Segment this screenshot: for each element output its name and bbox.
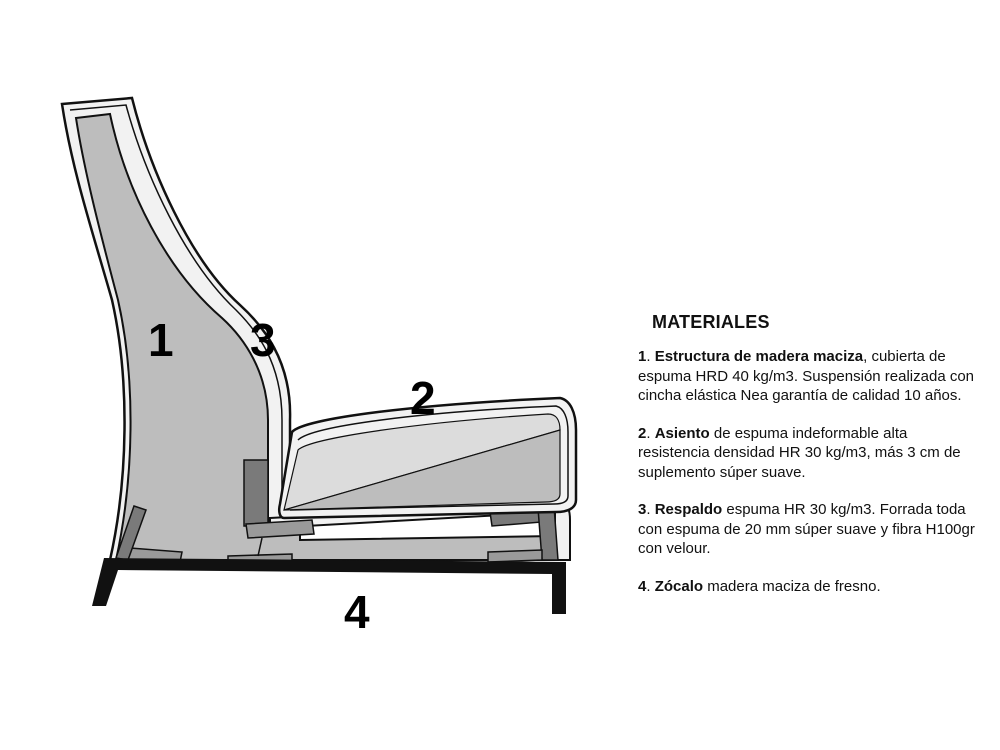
seat-cushion-foam-dark <box>283 429 561 511</box>
material-name: Respaldo <box>654 501 723 518</box>
material-separator: . <box>646 348 655 365</box>
callout-plinth: 4 <box>344 586 370 638</box>
material-item-backrest: 3. Respaldo espuma HR 30 kg/m3. Forrada … <box>638 500 978 559</box>
material-number: 3 <box>638 501 647 518</box>
callout-backrest: 3 <box>250 314 276 366</box>
callout-seat: 2 <box>410 372 436 424</box>
material-description: madera maciza de fresno. <box>703 577 881 595</box>
material-description: de espuma indeformable alta resistencia … <box>638 424 961 481</box>
legend-title: MATERIALES <box>652 312 770 332</box>
seat-cushion-foam-light <box>283 413 561 511</box>
material-separator: . <box>646 501 655 518</box>
wood-block-seat-rail <box>245 519 315 539</box>
material-separator: . <box>646 577 655 595</box>
materials-legend: MATERIALES 1. Estructura de madera maciz… <box>638 312 978 614</box>
callout-structure: 1 <box>148 314 174 366</box>
wood-block-upright <box>243 459 269 527</box>
material-name: Asiento <box>654 424 710 442</box>
material-number: 4 <box>638 577 647 595</box>
material-description: espuma HR 30 kg/m3. Forrada toda con esp… <box>638 501 975 557</box>
material-name: Estructura de madera maciza <box>654 348 864 365</box>
wood-block-front-bottom <box>487 549 543 563</box>
backrest-cover-inner-line <box>69 104 283 520</box>
material-name: Zócalo <box>654 577 704 595</box>
material-description: , cubierta de espuma HRD 40 kg/m3. Suspe… <box>638 348 975 404</box>
material-item-structure: 1. Estructura de madera maciza, cubierta… <box>638 347 978 406</box>
material-number: 1 <box>638 348 647 365</box>
material-separator: . <box>646 424 655 442</box>
seat-cushion-inner-line <box>289 405 569 511</box>
plinth-base <box>92 558 566 614</box>
armchair-cross-section-diagram: 1 2 3 4 <box>60 96 578 638</box>
material-number: 2 <box>638 424 647 442</box>
material-item-seat: 2. Asiento de espuma indeformable alta r… <box>638 424 978 483</box>
webbing-line <box>257 537 263 557</box>
material-item-plinth: 4. Zócalo madera maciza de fresno. <box>638 577 978 597</box>
